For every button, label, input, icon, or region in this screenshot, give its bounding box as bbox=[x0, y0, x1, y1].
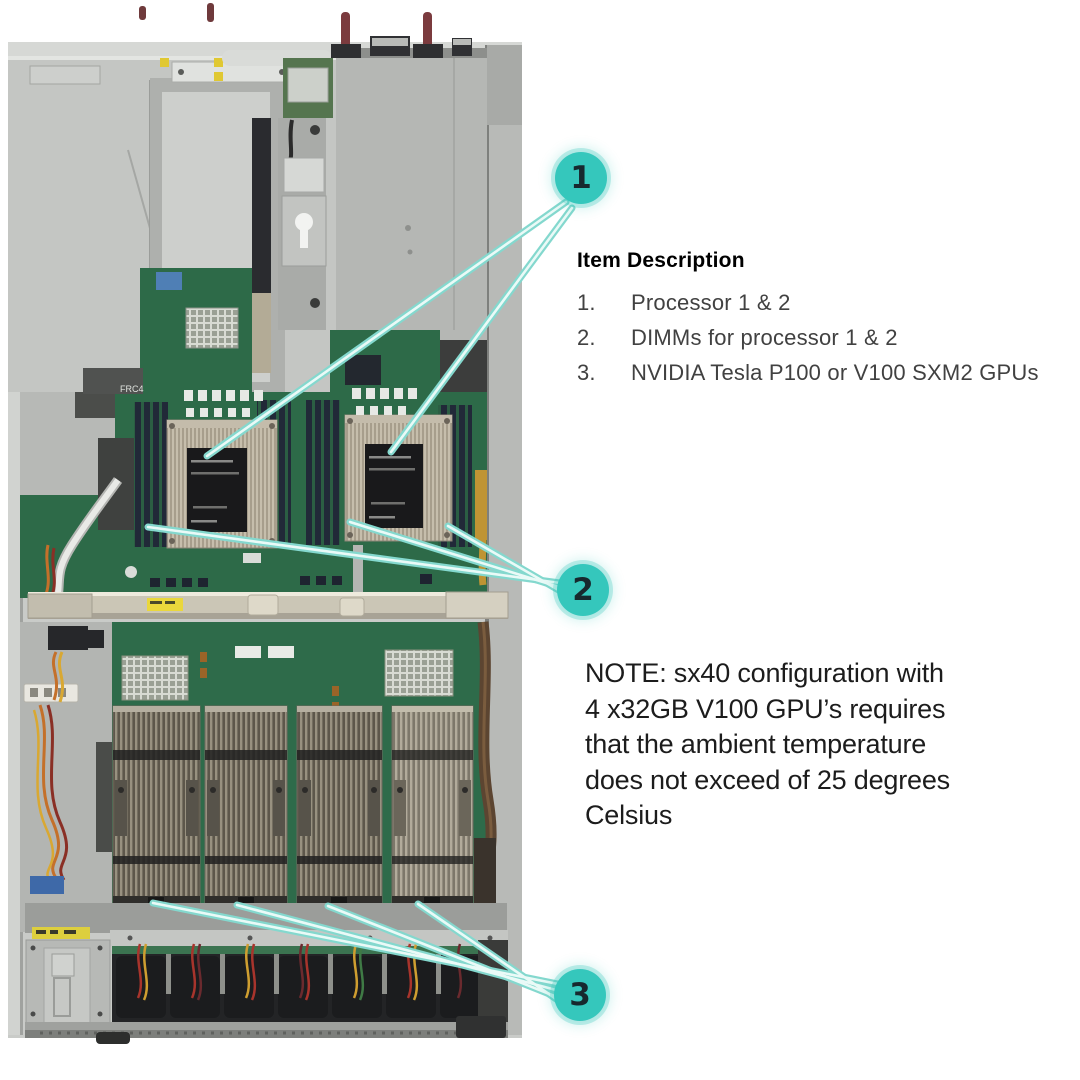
gpu-heatsinks bbox=[112, 705, 474, 906]
gpu1-heatsink bbox=[112, 705, 201, 906]
legend-item-number: 1. bbox=[577, 290, 596, 315]
cpu1-heatsink bbox=[166, 419, 278, 549]
svg-text:FRC4: FRC4 bbox=[120, 384, 144, 394]
callout-2: 2 bbox=[557, 564, 609, 616]
legend-item-text: NVIDIA Tesla P100 or V100 SXM2 GPUs bbox=[631, 360, 1039, 385]
leader-lines-core bbox=[146, 200, 574, 1005]
legend-item-1: 1. Processor 1 & 2 bbox=[577, 285, 1057, 320]
legend-item-3: 3. NVIDIA Tesla P100 or V100 SXM2 GPUs bbox=[577, 355, 1057, 390]
psu-pull-pins bbox=[139, 3, 472, 58]
fan-wires bbox=[136, 943, 463, 1001]
item-description-legend: Item Description 1. Processor 1 & 2 2. D… bbox=[577, 249, 1057, 390]
legend-item-text: DIMMs for processor 1 & 2 bbox=[631, 325, 898, 350]
front-left-bracket bbox=[25, 927, 111, 1037]
gpu-board bbox=[20, 504, 497, 932]
left-cable-column bbox=[20, 622, 112, 932]
gpu4-heatsink bbox=[391, 705, 474, 906]
gpu3-heatsink bbox=[296, 705, 383, 906]
leader-lines bbox=[144, 198, 576, 1007]
legend-item-number: 2. bbox=[577, 325, 596, 350]
legend-item-2: 2. DIMMs for processor 1 & 2 bbox=[577, 320, 1057, 355]
note-text: NOTE: sx40 configuration with 4 x32GB V1… bbox=[585, 658, 950, 830]
cpu2-heatsink bbox=[344, 414, 453, 542]
callout-3: 3 bbox=[554, 969, 606, 1021]
gpu2-heatsink bbox=[204, 705, 288, 906]
callout-1: 1 bbox=[555, 152, 607, 204]
warning-label bbox=[147, 598, 183, 611]
legend-item-text: Processor 1 & 2 bbox=[631, 290, 791, 315]
mid-bracket bbox=[278, 118, 327, 330]
legend-item-number: 3. bbox=[577, 360, 596, 385]
motherboard: FRC4 bbox=[20, 268, 487, 598]
power-connector-rows bbox=[184, 388, 417, 417]
crossbar bbox=[27, 591, 509, 619]
legend-title: Item Description bbox=[577, 249, 745, 272]
